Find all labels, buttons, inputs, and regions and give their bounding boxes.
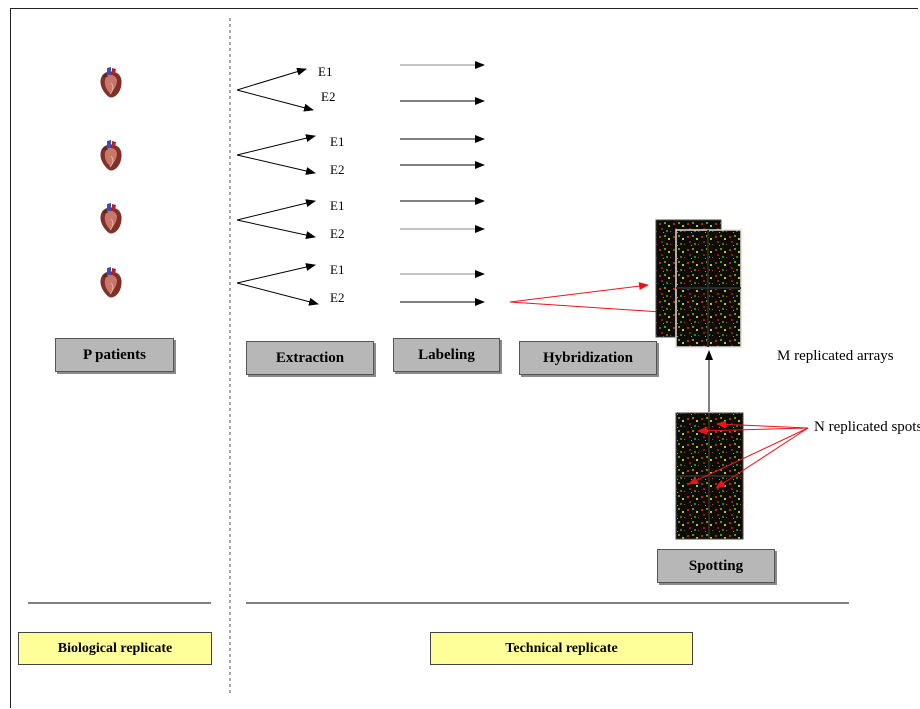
heart-icon [99,202,123,235]
stage-box-patients: P patients [55,338,174,372]
extract-label-e1: E1 [318,64,332,79]
heart-icon [99,139,123,172]
extract-label-e2: E2 [330,162,344,177]
extract-label-e1: E1 [330,134,344,149]
extract-label-e1: E1 [330,262,344,277]
extract-label-e2: E2 [330,290,344,305]
spot-arrows [688,420,809,489]
stage-box-hybridization: Hybridization [519,341,657,375]
microarray-icon [675,412,744,540]
annotation-spots: N replicated spots [814,419,920,435]
extract-label-e2: E2 [321,89,335,104]
heart-icon [99,266,123,299]
replicate-box-technical: Technical replicate [430,632,693,665]
extract-label-e2: E2 [330,226,344,241]
annotation-arrays: M replicated arrays [777,348,894,364]
labeling-arrows [400,61,485,306]
extraction-arrows [236,67,319,306]
hybridization-arrows [509,282,677,317]
microarray-icon [675,229,742,348]
extract-label-e1: E1 [330,198,344,213]
stage-box-extraction: Extraction [246,341,374,375]
heart-icon [99,66,123,99]
stage-box-spotting: Spotting [657,549,775,583]
replicate-box-biological: Biological replicate [18,632,212,665]
diagram-frame [10,8,918,708]
stage-box-labeling: Labeling [393,338,500,372]
